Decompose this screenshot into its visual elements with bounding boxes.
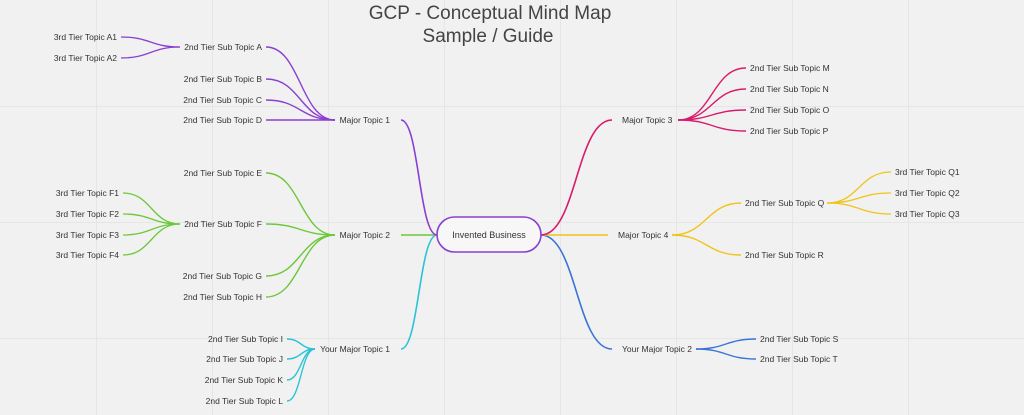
sub-topic-l[interactable]: 2nd Tier Sub Topic L	[206, 396, 284, 406]
topic-a2[interactable]: 3rd Tier Topic A2	[54, 53, 117, 63]
your-major-topic-2[interactable]: Your Major Topic 2	[622, 344, 692, 354]
connector-m2c3	[286, 348, 316, 402]
connector-m4c0g0	[826, 171, 892, 204]
major-topic-2[interactable]: Major Topic 2	[340, 230, 391, 240]
connector-center-m3	[540, 119, 613, 236]
sub-topic-g[interactable]: 2nd Tier Sub Topic G	[183, 271, 262, 281]
connector-center-m5	[540, 234, 613, 350]
sub-topic-e[interactable]: 2nd Tier Sub Topic E	[184, 168, 263, 178]
topic-q2[interactable]: 3rd Tier Topic Q2	[895, 188, 960, 198]
connector-center-m2	[400, 234, 438, 350]
sub-topic-n[interactable]: 2nd Tier Sub Topic N	[750, 84, 829, 94]
topic-f1[interactable]: 3rd Tier Topic F1	[56, 188, 119, 198]
topic-f3[interactable]: 3rd Tier Topic F3	[56, 230, 119, 240]
sub-topic-p[interactable]: 2nd Tier Sub Topic P	[750, 126, 829, 136]
sub-topic-k[interactable]: 2nd Tier Sub Topic K	[205, 375, 284, 385]
topic-f2[interactable]: 3rd Tier Topic F2	[56, 209, 119, 219]
topic-q3[interactable]: 3rd Tier Topic Q3	[895, 209, 960, 219]
connector-m0c0	[265, 46, 336, 121]
topic-a1[interactable]: 3rd Tier Topic A1	[54, 32, 117, 42]
major-topic-1[interactable]: Major Topic 1	[340, 115, 391, 125]
connector-m3c3	[677, 119, 747, 132]
connector-m5c0	[695, 338, 757, 350]
connector-m1c1	[265, 223, 336, 236]
connector-m1c0	[265, 172, 336, 236]
connector-m1c2	[265, 234, 336, 277]
topic-f4[interactable]: 3rd Tier Topic F4	[56, 250, 119, 260]
connector-m1c1g3	[122, 223, 181, 256]
topic-q1[interactable]: 3rd Tier Topic Q1	[895, 167, 960, 177]
sub-topic-d[interactable]: 2nd Tier Sub Topic D	[183, 115, 262, 125]
sub-topic-t[interactable]: 2nd Tier Sub Topic T	[760, 354, 838, 364]
center-node[interactable]	[436, 216, 542, 253]
sub-topic-a[interactable]: 2nd Tier Sub Topic A	[184, 42, 262, 52]
connector-m4c0	[671, 202, 742, 236]
connector-m0c0g0	[120, 36, 181, 48]
connector-m4c1	[671, 234, 742, 256]
major-topic-3[interactable]: Major Topic 3	[622, 115, 673, 125]
connector-m5c1	[695, 348, 757, 360]
sub-topic-o[interactable]: 2nd Tier Sub Topic O	[750, 105, 830, 115]
major-topic-4[interactable]: Major Topic 4	[618, 230, 669, 240]
sub-topic-r[interactable]: 2nd Tier Sub Topic R	[745, 250, 824, 260]
sub-topic-i[interactable]: 2nd Tier Sub Topic I	[208, 334, 283, 344]
sub-topic-c[interactable]: 2nd Tier Sub Topic C	[183, 95, 262, 105]
sub-topic-s[interactable]: 2nd Tier Sub Topic S	[760, 334, 839, 344]
sub-topic-q[interactable]: 2nd Tier Sub Topic Q	[745, 198, 825, 208]
connector-m1c1g0	[122, 192, 181, 225]
sub-topic-j[interactable]: 2nd Tier Sub Topic J	[206, 354, 283, 364]
connector-m4c0g2	[826, 202, 892, 215]
connector-center-m0	[400, 119, 438, 236]
sub-topic-f[interactable]: 2nd Tier Sub Topic F	[184, 219, 262, 229]
connector-m3c0	[677, 67, 747, 121]
connector-m2c0	[286, 338, 316, 350]
diagram-subtitle: Sample / Guide	[423, 26, 554, 47]
connector-m0c1	[265, 78, 336, 121]
sub-topic-m[interactable]: 2nd Tier Sub Topic M	[750, 63, 830, 73]
sub-topic-b[interactable]: 2nd Tier Sub Topic B	[184, 74, 263, 84]
center-node-label: Invented Business	[452, 230, 526, 240]
sub-topic-h[interactable]: 2nd Tier Sub Topic H	[183, 292, 262, 302]
connector-m0c0g1	[120, 46, 181, 59]
your-major-topic-1[interactable]: Your Major Topic 1	[320, 344, 390, 354]
diagram-title: GCP - Conceptual Mind Map	[369, 3, 612, 24]
connector-m1c3	[265, 234, 336, 298]
